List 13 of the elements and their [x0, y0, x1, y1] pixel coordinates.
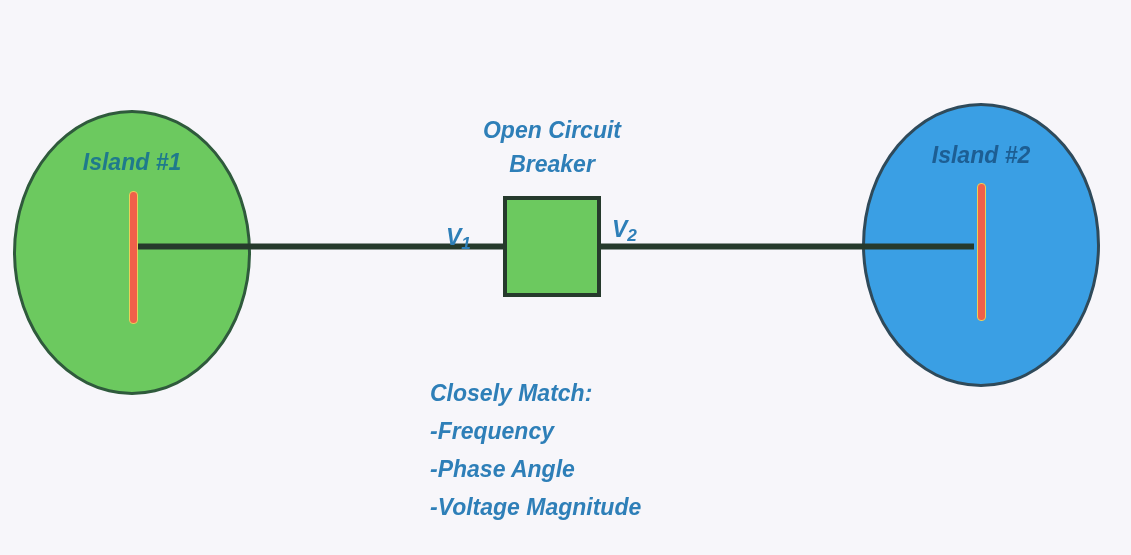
note-item: -Voltage Magnitude — [430, 493, 642, 522]
breaker-heading: Open Circuit Breaker — [482, 116, 623, 179]
voltage-label: V$_{1}$ — [446, 223, 471, 252]
connection-line — [601, 243, 974, 250]
note-heading: Closely Match: — [430, 379, 593, 408]
connection-line — [135, 243, 503, 250]
busbar — [129, 191, 138, 324]
note-item: -Phase Angle — [430, 455, 575, 484]
voltage-label: V$_{2}$ — [612, 215, 637, 244]
island-title: Island #2 — [930, 141, 1032, 170]
island-title: Island #1 — [81, 148, 183, 177]
busbar — [977, 183, 986, 321]
note-item: -Frequency — [430, 417, 554, 446]
